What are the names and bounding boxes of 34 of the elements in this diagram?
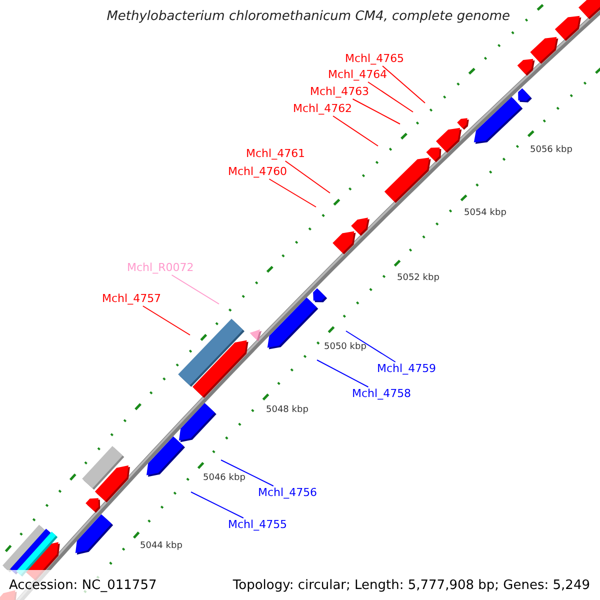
leader-line bbox=[316, 360, 369, 388]
scale-label: 5048 kbp bbox=[266, 405, 308, 415]
gene-label: Mchl_4760 bbox=[228, 165, 288, 179]
gene-label: Mchl_R0072 bbox=[127, 261, 194, 275]
accession-text: Accession: NC_011757 bbox=[9, 578, 157, 593]
scale-label: 5054 kbp bbox=[464, 208, 506, 218]
gene-label: Mchl_4756 bbox=[258, 486, 318, 500]
gene-label: Mchl_4765 bbox=[345, 52, 404, 66]
leader-line bbox=[332, 116, 378, 146]
leader-line bbox=[284, 160, 330, 194]
gene-label: Mchl_4755 bbox=[228, 518, 288, 532]
scale-label: 5052 kbp bbox=[397, 273, 440, 283]
gene-label: Mchl_4759 bbox=[377, 362, 436, 376]
leader-line bbox=[368, 82, 414, 112]
leader-line bbox=[142, 306, 190, 336]
title: Methylobacterium chloromethanicum CM4, complete genome bbox=[106, 9, 510, 24]
gene-label: Mchl_4761 bbox=[246, 147, 306, 161]
gene-label: Mchl_4758 bbox=[352, 387, 412, 401]
leader-line bbox=[171, 274, 220, 304]
leader-line bbox=[268, 178, 316, 208]
scale-label: 5044 kbp bbox=[140, 541, 182, 551]
leader-line bbox=[190, 492, 244, 518]
genome-info-text: Topology: circular; Length: 5,777,908 bp; Genes: 5,249 bbox=[232, 578, 590, 593]
leader-line bbox=[382, 66, 426, 104]
leader-line bbox=[220, 460, 274, 486]
scale-label: 5050 kbp bbox=[324, 342, 366, 352]
scale-label: 5056 kbp bbox=[530, 145, 572, 155]
gene-label: Mchl_4762 bbox=[293, 102, 352, 116]
leader-line bbox=[346, 330, 396, 362]
scale-label: 5046 kbp bbox=[203, 473, 246, 483]
gene-label: Mchl_4757 bbox=[102, 292, 162, 306]
leader-line bbox=[352, 98, 400, 124]
gene-label: Mchl_4764 bbox=[328, 68, 388, 82]
gene-label: Mchl_4763 bbox=[310, 85, 370, 99]
